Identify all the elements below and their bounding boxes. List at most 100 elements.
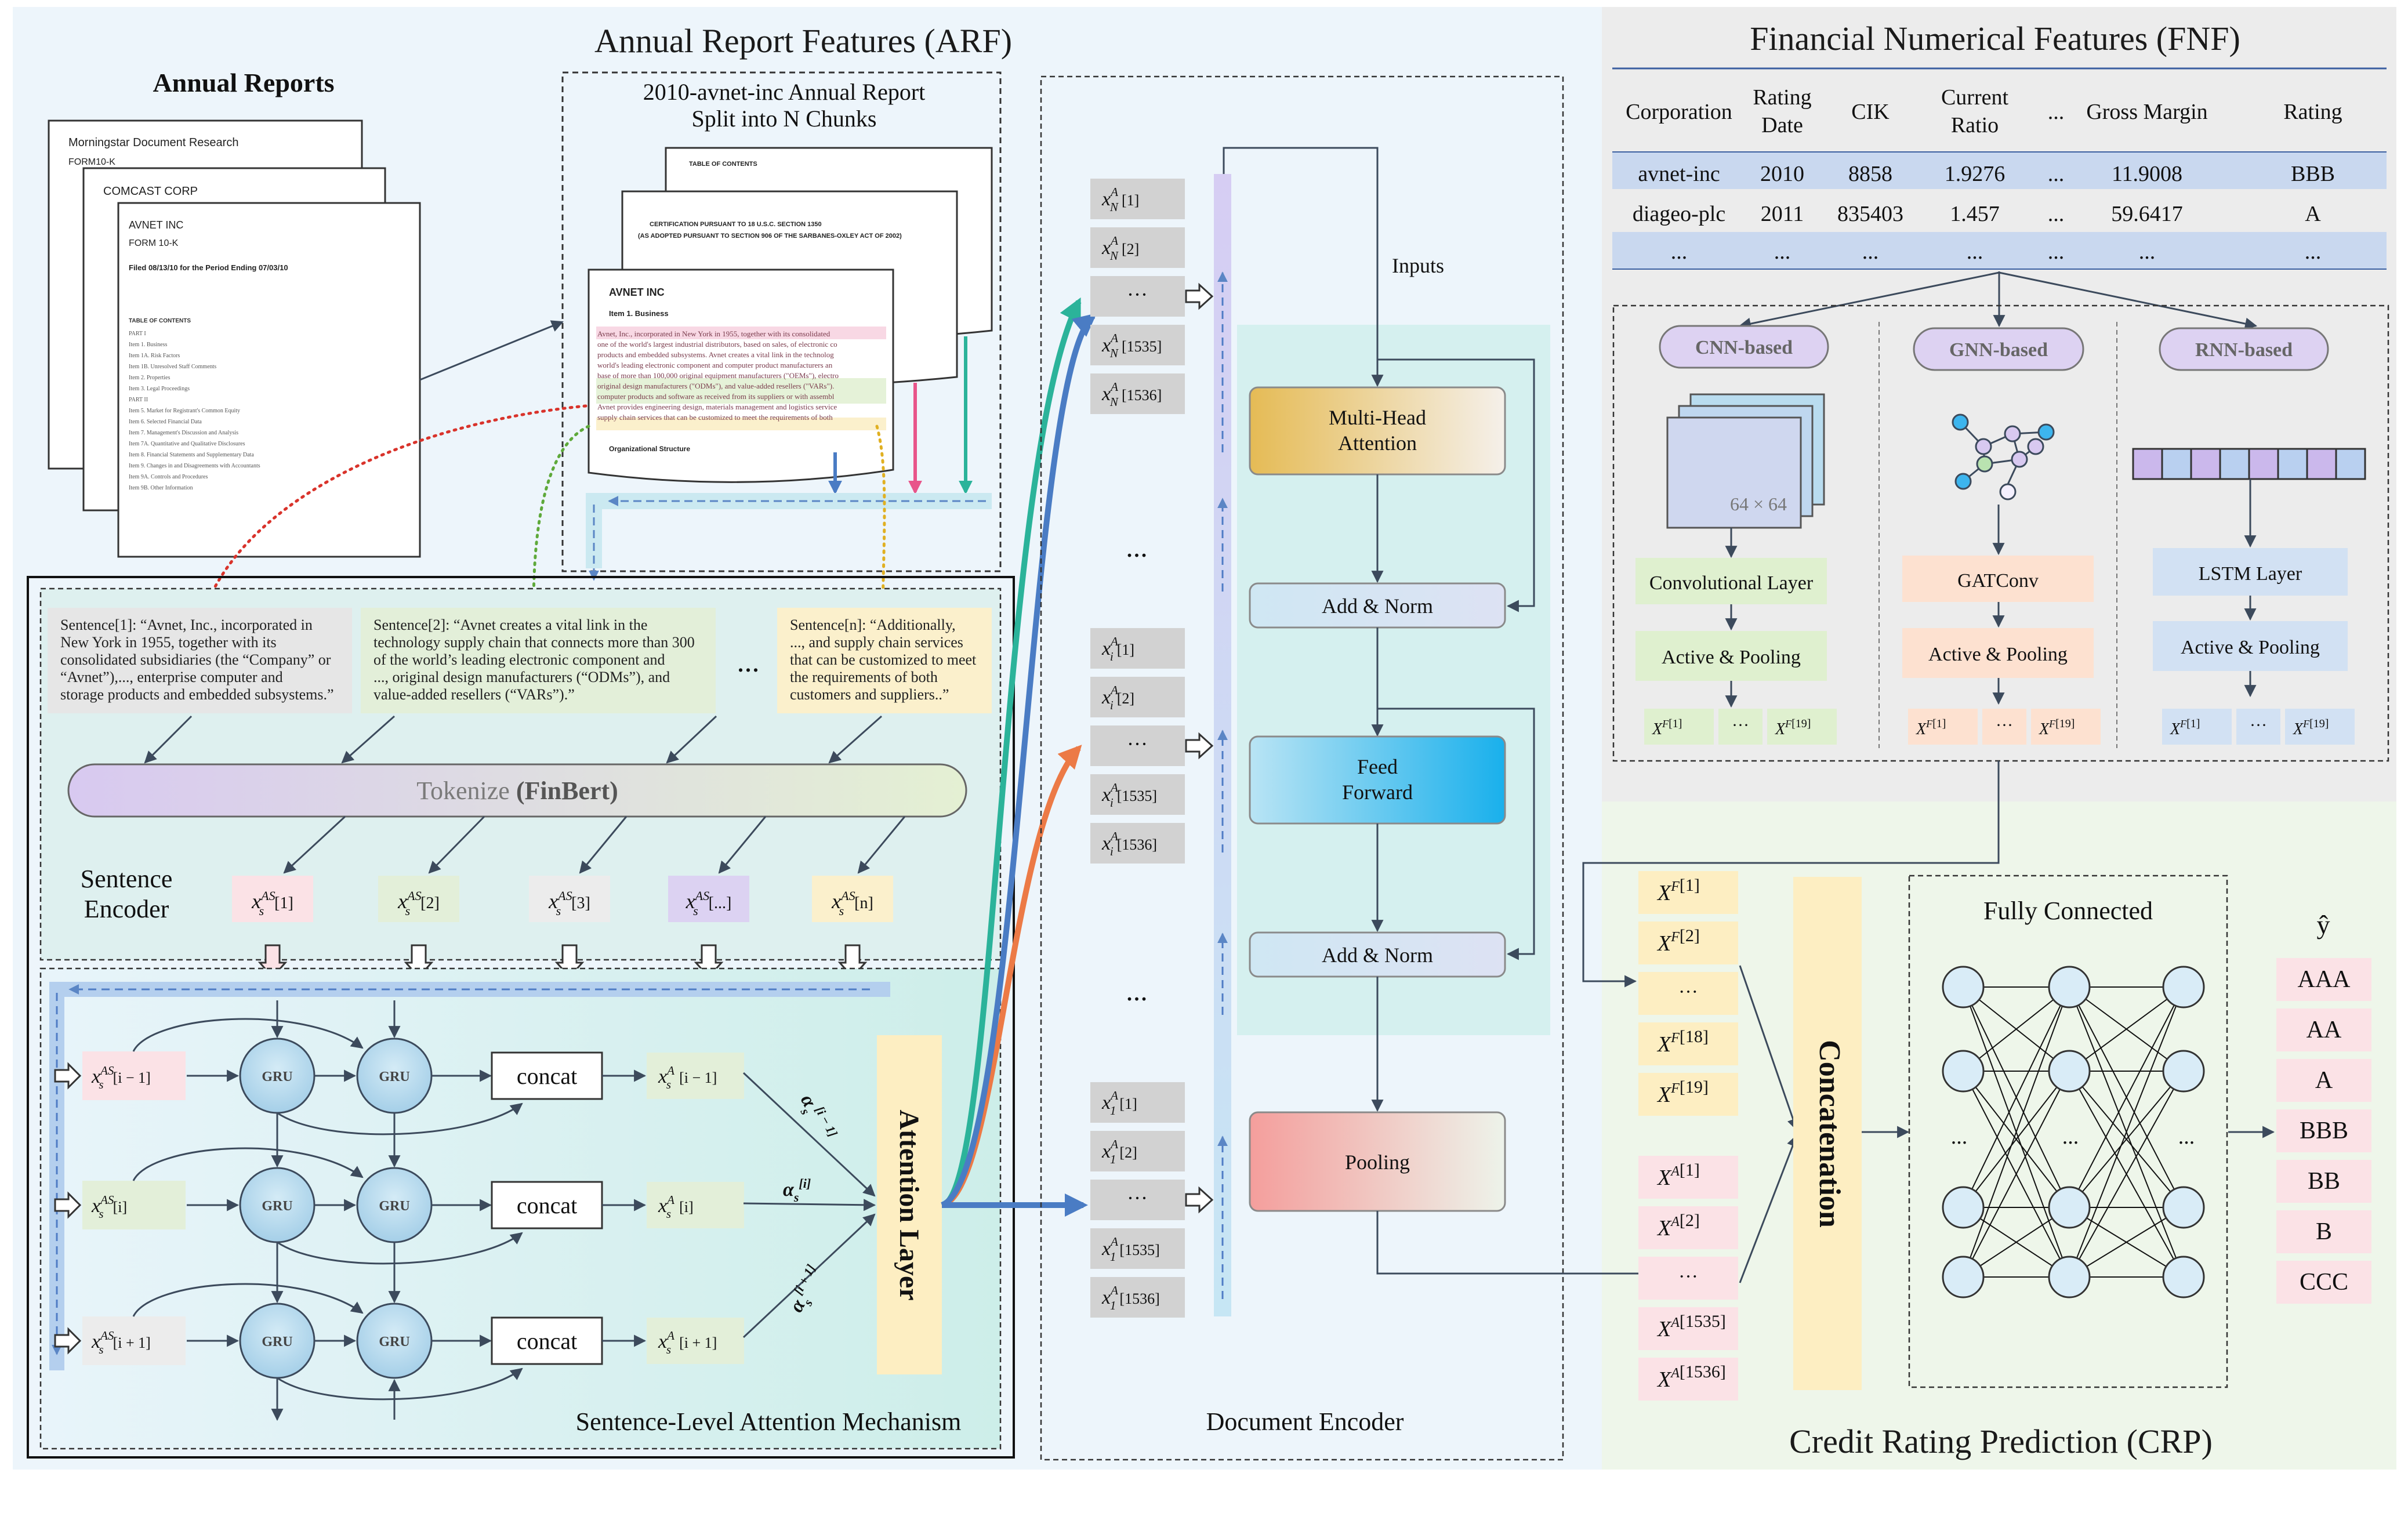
crp-xa-label: ··· — [1678, 1266, 1698, 1287]
crp-xa — [1638, 1257, 1738, 1300]
rating-class — [2276, 1210, 2371, 1253]
sentence-text: Sentence[1]: “Avnet, Inc., incorporated … — [60, 616, 334, 703]
chunk-text-line: world's leading electronic component and… — [597, 361, 833, 369]
token-embedding — [378, 876, 459, 922]
cnn-pool-label: Active & Pooling — [1662, 647, 1801, 668]
table-cell: 2011 — [1761, 202, 1804, 226]
rating-label: CCC — [2300, 1269, 2348, 1296]
lstm-cell — [2219, 448, 2250, 480]
cnn-feature-maps — [1666, 393, 1825, 529]
rnn-tag-label: RNN-based — [2195, 339, 2293, 361]
crp-xf — [1638, 1022, 1738, 1065]
fnf-output — [1982, 709, 2026, 745]
right-arrow-icon — [1185, 732, 1214, 760]
crp-xa — [1638, 1156, 1738, 1199]
concat-box — [491, 1181, 603, 1229]
sentence-text: Sentence[n]: “Additionally,..., and supp… — [790, 616, 977, 703]
rating-class — [2276, 1059, 2371, 1102]
fnf-output — [2285, 709, 2355, 745]
crp-xf — [1638, 871, 1738, 914]
rating-class — [2276, 1009, 2371, 1051]
table-cell: ... — [2139, 240, 2156, 264]
concat-box — [491, 1051, 603, 1100]
table-cell: ... — [1862, 240, 1879, 264]
arf-title: Annual Report Features (ARF) — [594, 22, 1012, 60]
right-arrow-icon — [1185, 1186, 1214, 1214]
report-toc-line: PART I — [129, 331, 146, 337]
gru-label: GRU — [379, 1334, 409, 1350]
annual-reports-label: Annual Reports — [153, 68, 334, 97]
report-toc-line: Item 5. Market for Registrant's Common E… — [129, 408, 240, 414]
concat-label: concat — [517, 1328, 577, 1354]
crp-xa — [1638, 1307, 1738, 1350]
attention-layer-label: Attention Layer — [894, 1109, 924, 1300]
report-toc-line: Item 1B. Unresolved Staff Comments — [129, 364, 216, 370]
nn-neuron — [1942, 966, 1985, 1009]
crp-xf-label: XF[2] — [1656, 926, 1700, 956]
rating-label: AA — [2307, 1017, 2342, 1043]
lstm-cell — [2335, 448, 2366, 480]
table-cell: ... — [2305, 240, 2322, 264]
table-cell: ... — [1967, 240, 1983, 264]
right-arrow-icon — [54, 1191, 82, 1219]
chunk-back-toc: TABLE OF CONTENTS — [689, 161, 757, 168]
table-header: CIK — [1851, 100, 1890, 124]
sla-output — [647, 1318, 744, 1364]
crp-xa-label: XA[1535] — [1656, 1312, 1726, 1341]
sla-input — [82, 1316, 186, 1365]
doc-encoder-title: Document Encoder — [1206, 1407, 1404, 1436]
doc-input — [1090, 325, 1185, 365]
table-cell: 2010 — [1760, 162, 1804, 186]
gnn-pool-label: Active & Pooling — [1928, 644, 2068, 665]
fnf-output — [2162, 709, 2232, 745]
rating-class — [2276, 1109, 2371, 1152]
crp-xa-label: XA[2] — [1656, 1211, 1700, 1240]
crp-xf — [1638, 922, 1738, 964]
gnn-gatconv — [1902, 556, 2094, 602]
gnn-tag-label: GNN-based — [1949, 339, 2048, 361]
inputs-label: Inputs — [1392, 254, 1444, 277]
table-cell: ... — [2048, 240, 2065, 264]
report-toc-line: Item 9B. Other Information — [129, 485, 193, 491]
rnn-lstm — [2153, 548, 2348, 596]
table-cell: 1.9276 — [1945, 162, 2006, 186]
lstm-cell — [2132, 448, 2163, 480]
tokenize-bar — [67, 763, 967, 818]
chunk-stack: TABLE OF CONTENTS CERTIFICATION PURSUANT… — [588, 147, 993, 483]
chunk-front-footer: Organizational Structure — [609, 445, 690, 453]
crp-xa — [1638, 1358, 1738, 1401]
report-toc-line: Item 9. Changes in and Disagreements wit… — [129, 463, 260, 469]
token-embedding — [812, 876, 893, 922]
pooling-label: Pooling — [1345, 1151, 1410, 1174]
doc-input-label: ··· — [1127, 732, 1148, 756]
y-hat: ŷ — [2317, 910, 2330, 939]
doc-input — [1090, 628, 1185, 669]
lstm-cell — [2161, 448, 2192, 480]
table-cell: 8858 — [1848, 162, 1892, 186]
chunks-title-1: 2010-avnet-inc Annual Report — [643, 79, 926, 105]
cnn-conv-label: Convolutional Layer — [1649, 572, 1814, 594]
doc-input-label: ··· — [1127, 1187, 1148, 1210]
gru-label: GRU — [262, 1199, 292, 1214]
doc-input — [1090, 276, 1185, 317]
fnf-output-label: XF[19] — [2039, 717, 2075, 738]
chunks-box — [561, 71, 1002, 572]
chunk-text-line: one of the world's largest industrial di… — [597, 340, 837, 349]
rating-label: B — [2316, 1218, 2332, 1245]
fnf-output-label: ··· — [2250, 716, 2267, 735]
token-embedding — [668, 876, 749, 922]
right-arrow-icon — [54, 1062, 82, 1090]
rating-class — [2276, 958, 2371, 1001]
add-norm-2-label: Add & Norm — [1322, 944, 1433, 967]
nn-dots: ... — [2178, 1124, 2195, 1149]
multi-head-attention — [1249, 386, 1506, 476]
crp-title: Credit Rating Prediction (CRP) — [1789, 1423, 2213, 1460]
nn-neuron — [1942, 1050, 1985, 1093]
token-embedding — [529, 876, 610, 922]
